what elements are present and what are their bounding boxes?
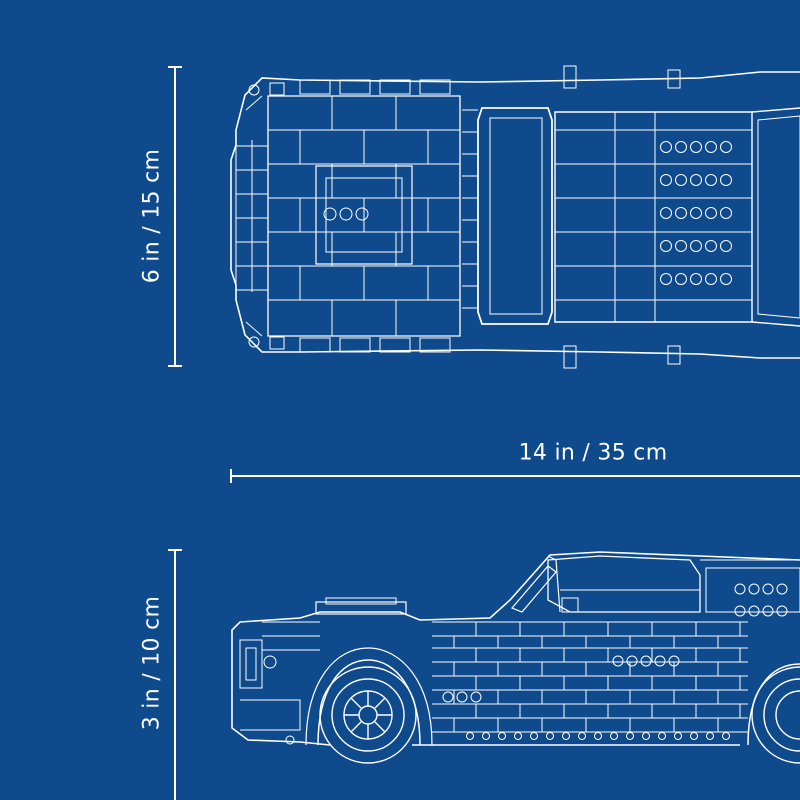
stud xyxy=(323,207,337,221)
stud xyxy=(690,273,702,285)
stud xyxy=(668,655,680,667)
stud xyxy=(720,207,732,219)
stud xyxy=(660,240,672,252)
stud xyxy=(675,273,687,285)
stud xyxy=(675,174,687,186)
car-top-windshield xyxy=(477,107,553,325)
stud xyxy=(612,655,624,667)
stud xyxy=(562,732,570,740)
stud xyxy=(722,732,730,740)
car-top-outline xyxy=(230,71,800,359)
stud xyxy=(705,141,717,153)
stud xyxy=(660,141,672,153)
stud xyxy=(470,691,482,703)
stud xyxy=(690,207,702,219)
stud xyxy=(705,240,717,252)
stud xyxy=(690,141,702,153)
stud xyxy=(640,655,652,667)
stud xyxy=(658,732,666,740)
stud xyxy=(530,732,538,740)
stud xyxy=(660,273,672,285)
stud xyxy=(578,732,586,740)
dimension-line-width xyxy=(168,66,182,367)
stud xyxy=(674,732,682,740)
stud xyxy=(776,605,788,617)
stud xyxy=(776,583,788,595)
stud xyxy=(762,583,774,595)
front-wheel xyxy=(319,666,417,764)
bumper-brick xyxy=(379,79,411,95)
stud xyxy=(720,240,732,252)
stud xyxy=(456,691,468,703)
mirror xyxy=(561,597,579,613)
bumper-brick xyxy=(419,79,451,95)
stud xyxy=(675,240,687,252)
rear-panel xyxy=(705,567,800,613)
stud xyxy=(690,732,698,740)
stud xyxy=(498,732,506,740)
stud xyxy=(690,240,702,252)
stud xyxy=(482,732,490,740)
bumper-brick xyxy=(339,79,371,95)
stud xyxy=(705,273,717,285)
stud xyxy=(466,732,474,740)
stud xyxy=(442,691,454,703)
stud xyxy=(610,732,618,740)
stud xyxy=(734,605,746,617)
stud xyxy=(546,732,554,740)
bumper-brick xyxy=(339,337,371,353)
stud xyxy=(705,174,717,186)
stud xyxy=(705,207,717,219)
stud xyxy=(514,732,522,740)
bumper-brick xyxy=(379,337,411,353)
stud xyxy=(660,207,672,219)
stud xyxy=(660,174,672,186)
stud xyxy=(626,655,638,667)
dimension-line-height xyxy=(168,549,182,800)
car-side-outline xyxy=(231,551,800,746)
stud xyxy=(675,207,687,219)
bumper-brick xyxy=(419,337,451,353)
stud xyxy=(706,732,714,740)
bumper-brick xyxy=(299,337,331,353)
car-side-window xyxy=(547,555,701,613)
rear-wheel xyxy=(751,666,800,764)
stud xyxy=(654,655,666,667)
stud xyxy=(734,583,746,595)
stud xyxy=(642,732,650,740)
stud xyxy=(762,605,774,617)
bumper-brick xyxy=(299,79,331,95)
stud xyxy=(720,141,732,153)
width-dimension-label: 6 in / 15 cm xyxy=(139,148,165,284)
stud xyxy=(748,605,760,617)
wheel-arch-front xyxy=(317,659,421,746)
dimension-line-length xyxy=(230,469,800,483)
stud xyxy=(720,174,732,186)
stud xyxy=(594,732,602,740)
car-side-view xyxy=(231,551,800,764)
stud xyxy=(675,141,687,153)
height-dimension-label: 3 in / 10 cm xyxy=(139,595,165,731)
stud xyxy=(748,583,760,595)
stud xyxy=(339,207,353,221)
stud xyxy=(720,273,732,285)
stud xyxy=(355,207,369,221)
stud xyxy=(690,174,702,186)
stud xyxy=(626,732,634,740)
length-dimension-label: 14 in / 35 cm xyxy=(518,440,668,466)
car-top-view xyxy=(230,65,800,369)
